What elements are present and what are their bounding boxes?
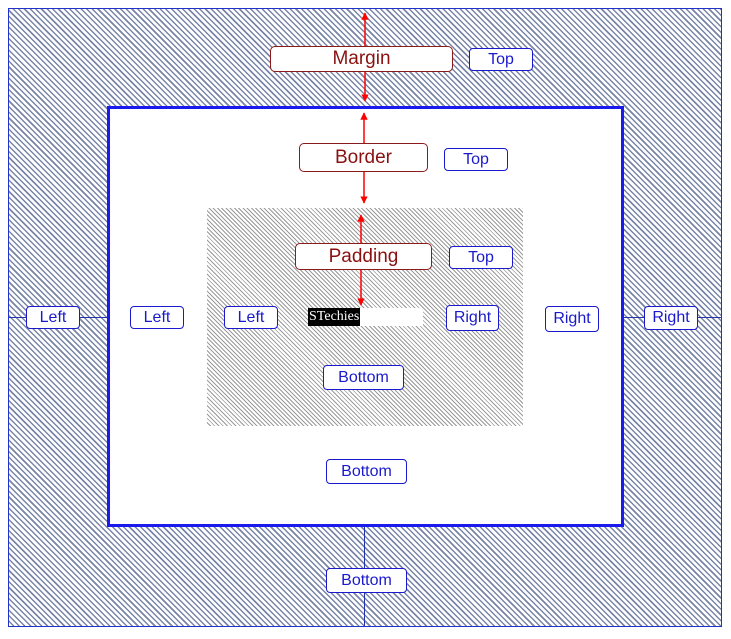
border-top-label: Top: [444, 148, 508, 171]
margin-top-label: Top: [469, 48, 533, 71]
margin-title: Margin: [270, 46, 453, 72]
border-left-label: Left: [130, 306, 184, 329]
margin-left-label: Left: [26, 306, 80, 329]
padding-bottom-label: Bottom: [323, 365, 404, 390]
padding-left-label: Left: [224, 306, 278, 329]
padding-right-label: Right: [446, 305, 499, 331]
border-right-label: Right: [545, 306, 599, 332]
padding-title: Padding: [295, 243, 432, 270]
border-bottom-label: Bottom: [326, 459, 407, 484]
margin-bottom-label: Bottom: [326, 568, 407, 593]
content-text: STechies: [308, 308, 361, 326]
padding-top-label: Top: [449, 246, 513, 269]
content-box: STechies: [308, 308, 423, 326]
border-title: Border: [299, 143, 428, 172]
margin-right-label: Right: [644, 306, 698, 330]
